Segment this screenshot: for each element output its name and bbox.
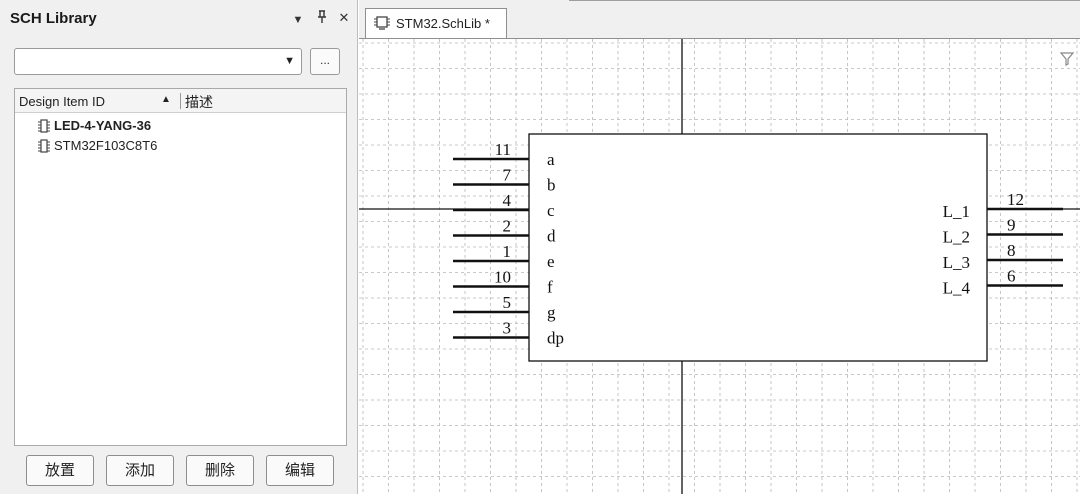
list-item[interactable]: STM32F103C8T6 [37, 137, 157, 157]
pin-name: d [547, 227, 556, 246]
schlib-document-icon [374, 16, 390, 30]
column-header-design-item-id[interactable]: Design Item ID [19, 94, 105, 109]
component-chip-icon [38, 138, 50, 153]
tab-stm32-schlib[interactable]: STM32.SchLib * [365, 8, 507, 38]
panel-header: SCH Library ▼ ✕ [0, 0, 358, 38]
pin-number: 6 [1007, 267, 1016, 286]
pin-number: 3 [503, 319, 512, 338]
pin-number: 2 [503, 217, 512, 236]
pin-number: 7 [503, 166, 512, 185]
close-icon[interactable]: ✕ [338, 10, 350, 25]
document-tab-bar: STM32.SchLib * [359, 0, 1080, 38]
edit-button[interactable]: 编辑 [266, 455, 334, 486]
add-button[interactable]: 添加 [106, 455, 174, 486]
pin-number: 8 [1007, 241, 1016, 260]
pin-name: dp [547, 329, 564, 348]
component-body[interactable] [528, 133, 988, 362]
list-header: Design Item ID ▲ 描述 [15, 89, 346, 113]
list-item-label: LED-4-YANG-36 [54, 118, 152, 134]
pin-number: 4 [503, 191, 512, 210]
pin-name: L_2 [943, 228, 970, 247]
list-item[interactable]: LED-4-YANG-36 [37, 117, 151, 137]
tab-label: STM32.SchLib * [396, 16, 490, 31]
pin-number: 12 [1007, 190, 1024, 209]
sort-ascending-icon[interactable]: ▲ [161, 94, 171, 105]
panel-title: SCH Library [10, 10, 97, 27]
column-separator[interactable] [180, 93, 181, 109]
pin-number: 1 [503, 242, 512, 261]
pin-name: c [547, 201, 555, 220]
pin-name: L_4 [943, 279, 971, 298]
panel-menu-dropdown-icon[interactable]: ▼ [292, 14, 304, 26]
more-options-button[interactable]: ... [310, 48, 340, 75]
pin-number: 9 [1007, 216, 1016, 235]
chevron-down-icon[interactable]: ▼ [284, 55, 295, 67]
sch-library-panel: SCH Library ▼ ✕ ▼ ... Design Item ID ▲ 描… [0, 0, 358, 494]
design-item-list[interactable]: Design Item ID ▲ 描述 LED-4-YANG-36 STM32F… [14, 88, 347, 446]
pin-number: 10 [494, 268, 511, 287]
pin-name: f [547, 278, 553, 297]
pin-name: e [547, 252, 555, 271]
component-chip-icon [38, 118, 50, 133]
library-filter-combo[interactable]: ▼ [14, 48, 302, 75]
schematic-drawing[interactable]: 11 a 7 b 4 c 2 d 1 e 10 f 5 g 3 dp 12L_1 9L_2 8L_3 6L_4 [359, 39, 1080, 494]
pin-number: 11 [495, 140, 511, 159]
tab-bar-divider [569, 0, 1080, 1]
filter-icon[interactable] [1059, 51, 1075, 67]
pin-name: g [547, 303, 556, 322]
pin-number: 5 [503, 293, 512, 312]
column-header-description[interactable]: 描述 [185, 94, 213, 110]
delete-button[interactable]: 删除 [186, 455, 254, 486]
component-symbol[interactable]: 11 a 7 b 4 c 2 d 1 e 10 f 5 g 3 dp 12L_1 9L_2 8L_3 6L_4 [453, 133, 1063, 362]
pin-name: b [547, 176, 556, 195]
place-button[interactable]: 放置 [26, 455, 94, 486]
pin-name: L_1 [943, 202, 970, 221]
pin-name: L_3 [943, 253, 970, 272]
pin-name: a [547, 150, 555, 169]
list-item-label: STM32F103C8T6 [54, 138, 158, 154]
pin-icon[interactable] [314, 10, 330, 28]
